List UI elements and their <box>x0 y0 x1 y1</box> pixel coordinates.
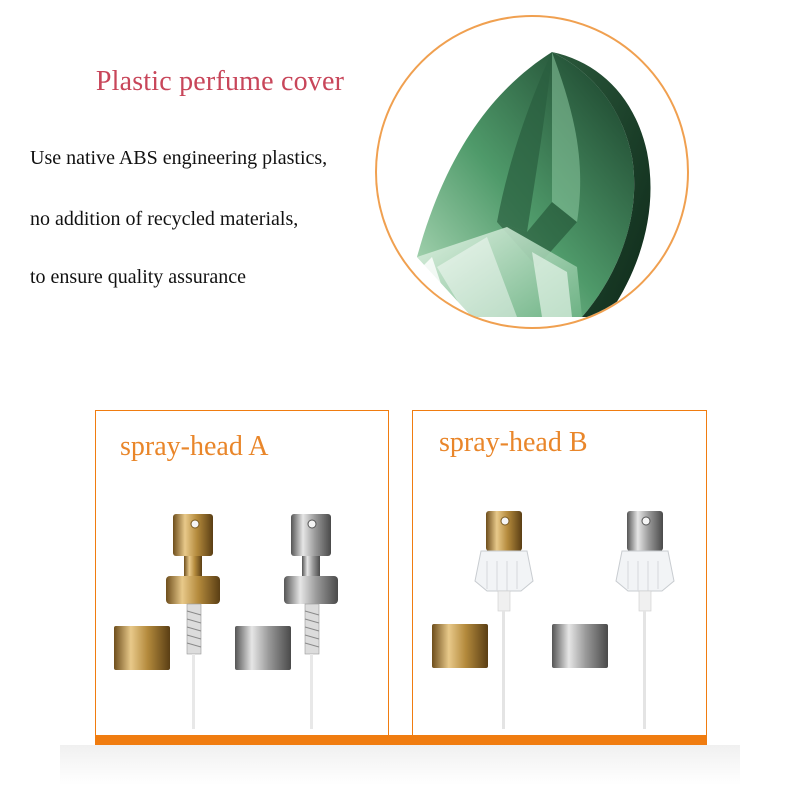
silver-collar-cap-icon <box>552 624 608 668</box>
gold-collar-cap-icon <box>432 624 488 668</box>
gold-spray-pump-icon <box>474 511 534 729</box>
gold-collar-cap-icon <box>114 626 170 670</box>
floor-shadow <box>60 745 740 785</box>
feature-line-3: to ensure quality assurance <box>30 266 247 288</box>
silver-spray-pump-icon <box>615 511 675 729</box>
gold-spray-pump-icon <box>166 514 220 729</box>
spray-head-b-panel: spray-head B <box>412 410 707 738</box>
green-leaf-perfume-cap-icon <box>407 52 651 317</box>
spray-head-a-panel: spray-head A <box>95 410 389 738</box>
feature-line-1: Use native ABS engineering plastics, <box>30 147 328 169</box>
spray-head-b-label: spray-head B <box>439 427 588 458</box>
feature-line-2: no addition of recycled materials, <box>30 208 299 230</box>
spray-head-a-illustration <box>114 514 338 729</box>
silver-spray-pump-icon <box>284 514 338 729</box>
silver-collar-cap-icon <box>235 626 291 670</box>
spray-head-b-illustration <box>432 511 675 729</box>
leaf-cap-circle <box>375 15 689 329</box>
orange-baseline-bar <box>95 735 707 745</box>
page-title: Plastic perfume cover <box>95 66 345 97</box>
spray-head-a-label: spray-head A <box>120 431 269 462</box>
